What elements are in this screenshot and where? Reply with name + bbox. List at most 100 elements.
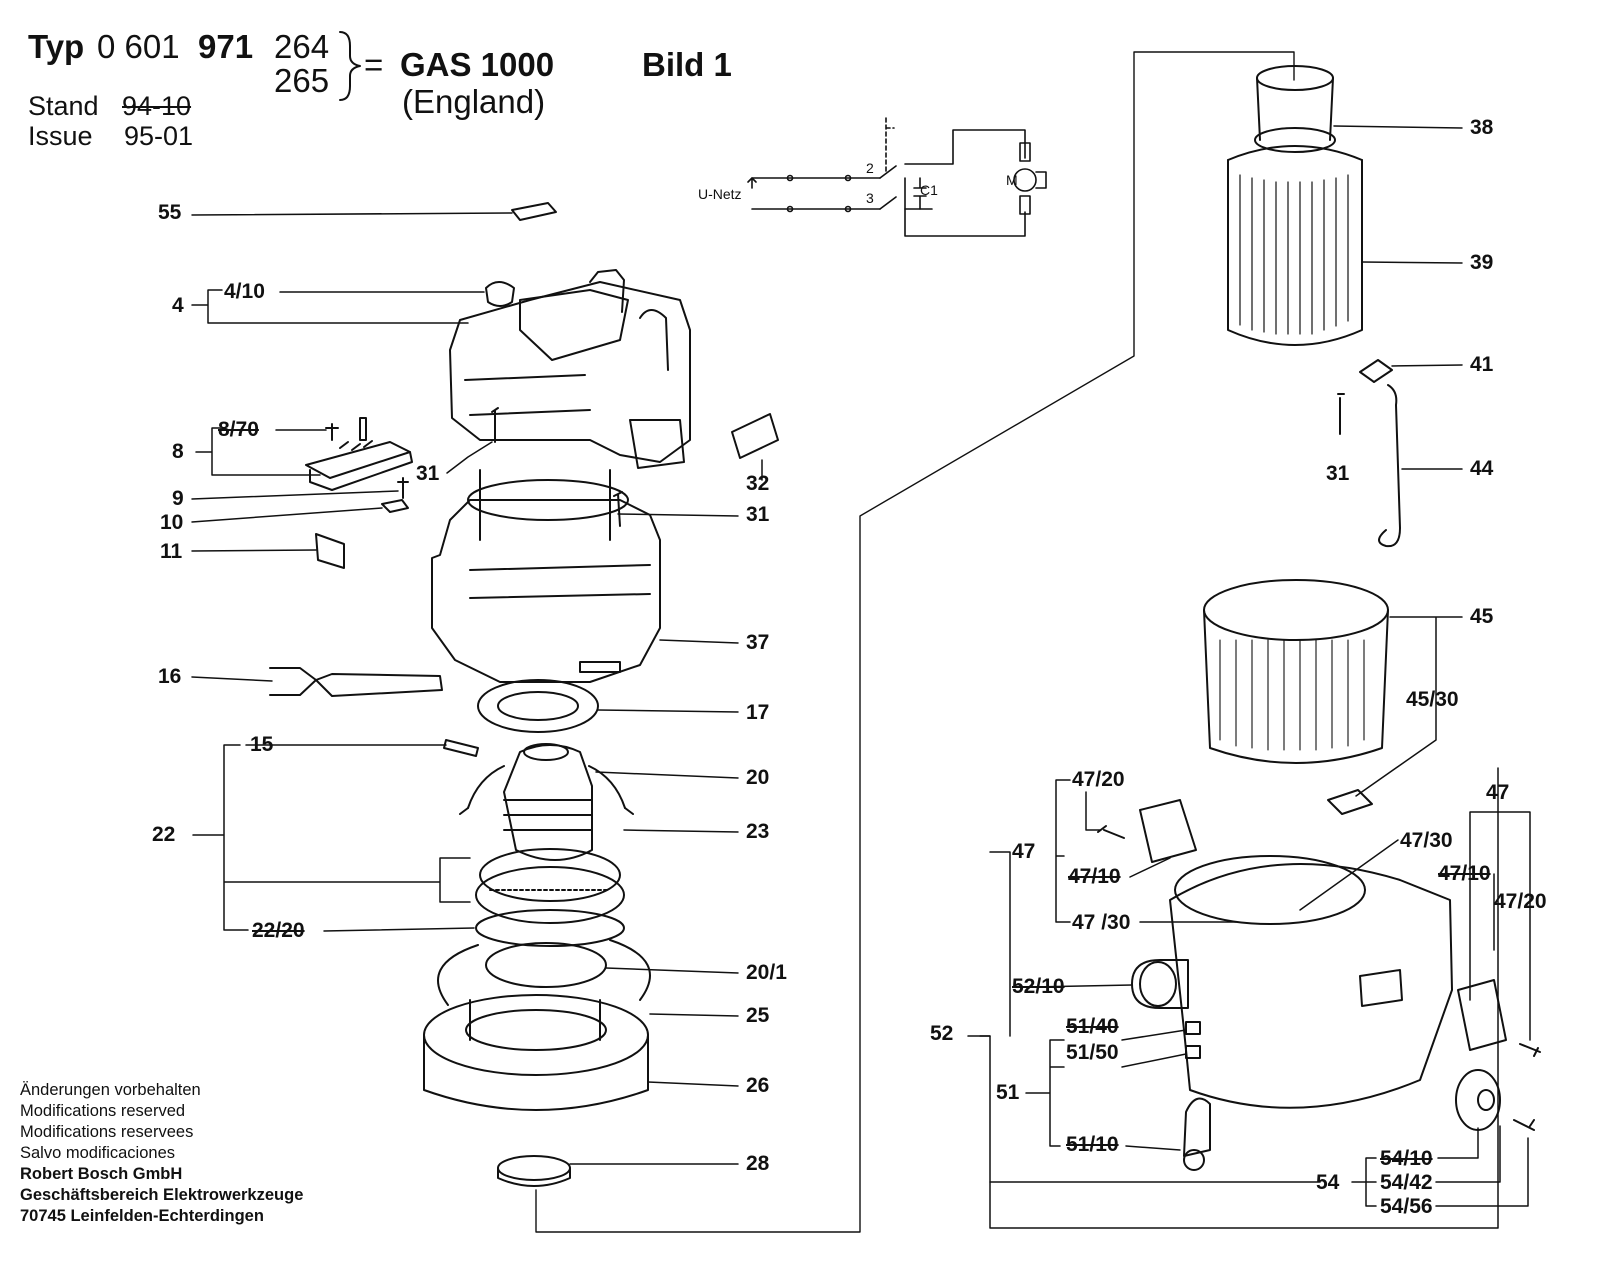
link-line-left bbox=[535, 51, 1295, 1233]
part-4-10-knob bbox=[485, 281, 515, 307]
callout-39: 39 bbox=[1470, 251, 1494, 274]
callout-20-1: 20/1 bbox=[746, 961, 787, 984]
callout-51: 51 bbox=[996, 1081, 1020, 1104]
footer-line-fr: Modifications reservees bbox=[20, 1123, 194, 1141]
variant-265: 265 bbox=[274, 62, 330, 99]
part-47-handle-left bbox=[1139, 799, 1197, 863]
callout-51-10: 51/10 bbox=[1066, 1133, 1119, 1156]
schematic-u-netz: U-Netz bbox=[698, 186, 742, 202]
callout-32: 32 bbox=[746, 472, 770, 495]
callout-31-filter: 31 bbox=[1326, 462, 1350, 485]
part-22-20-disc bbox=[475, 909, 625, 947]
part-51-caster bbox=[1183, 1097, 1211, 1171]
issue-value: 95-01 bbox=[124, 121, 194, 151]
callout-37: 37 bbox=[746, 631, 770, 654]
stand-value: 94-10 bbox=[122, 91, 192, 121]
part-38-39-filter-cage bbox=[1227, 65, 1363, 346]
callout-10: 10 bbox=[160, 511, 184, 534]
callout-47-20-right: 47/20 bbox=[1494, 890, 1547, 913]
schematic-switch-3: 3 bbox=[866, 190, 874, 206]
screw-31-c bbox=[1337, 393, 1345, 435]
part-52-container bbox=[1131, 855, 1453, 1109]
footer-line-es: Salvo modificaciones bbox=[20, 1144, 175, 1162]
callout-51-50: 51/50 bbox=[1066, 1041, 1119, 1064]
wiring-schematic bbox=[747, 117, 1047, 237]
part-44-wire-spring bbox=[1378, 384, 1401, 548]
callout-54-56: 54/56 bbox=[1380, 1195, 1433, 1218]
part-15-brush bbox=[443, 739, 479, 757]
callout-51-40: 51/40 bbox=[1066, 1015, 1119, 1038]
part-8-switch-module bbox=[305, 417, 413, 491]
callout-44: 44 bbox=[1470, 457, 1494, 480]
callout-47-right: 47 bbox=[1486, 781, 1510, 804]
part-41-clip bbox=[1359, 359, 1393, 383]
callout-26: 26 bbox=[746, 1074, 770, 1097]
callout-31-motor: 31 bbox=[746, 503, 770, 526]
callout-25: 25 bbox=[746, 1004, 770, 1027]
part-26-base bbox=[423, 994, 649, 1111]
callout-28: 28 bbox=[746, 1152, 770, 1175]
part-55-label bbox=[511, 202, 557, 221]
callout-52: 52 bbox=[930, 1022, 954, 1045]
callout-20: 20 bbox=[746, 766, 770, 789]
part-45-cartridge-filter bbox=[1203, 579, 1389, 764]
schematic-capacitor: C1 bbox=[920, 182, 938, 198]
callout-22: 22 bbox=[152, 823, 176, 846]
screw-9 bbox=[397, 477, 409, 499]
callout-16: 16 bbox=[158, 665, 182, 688]
callout-47-30-left: 47 /30 bbox=[1072, 911, 1131, 934]
callout-9: 9 bbox=[172, 487, 184, 510]
callout-55: 55 bbox=[158, 201, 182, 224]
part-17-seal-ring bbox=[477, 679, 599, 733]
callout-23: 23 bbox=[746, 820, 770, 843]
callout-15: 15 bbox=[250, 733, 274, 756]
callout-47-30-right: 47/30 bbox=[1400, 829, 1453, 852]
callout-52-10: 52/10 bbox=[1012, 975, 1065, 998]
model-region: (England) bbox=[402, 83, 546, 120]
part-23-bracket bbox=[459, 765, 634, 815]
footer-address: 70745 Leinfelden-Echterdingen bbox=[20, 1207, 264, 1225]
leader-lines bbox=[191, 125, 1531, 1229]
part-54-wheel-cap bbox=[1455, 1069, 1501, 1131]
schematic-switch-2: 2 bbox=[866, 160, 874, 176]
footer-company: Robert Bosch GmbH bbox=[20, 1165, 183, 1183]
callout-11: 11 bbox=[160, 540, 183, 563]
part-10-clip bbox=[381, 499, 409, 513]
callout-8-70: 8/70 bbox=[218, 418, 259, 441]
part-51-40-nut bbox=[1185, 1021, 1201, 1035]
screw-54-56 bbox=[1513, 1119, 1535, 1131]
callout-4-10: 4/10 bbox=[224, 280, 265, 303]
callout-47-left: 47 bbox=[1012, 840, 1036, 863]
model-name: GAS 1000 bbox=[400, 46, 555, 83]
typ-label: Typ bbox=[28, 28, 85, 65]
part-20-1-ring bbox=[485, 942, 607, 988]
part-11-label bbox=[315, 533, 345, 569]
equals-sign: = bbox=[364, 46, 384, 83]
callout-38: 38 bbox=[1470, 116, 1494, 139]
part-47-handle-right bbox=[1457, 979, 1507, 1051]
callout-54-10: 54/10 bbox=[1380, 1147, 1433, 1170]
screw-8-70 bbox=[325, 423, 339, 441]
callout-8: 8 bbox=[172, 440, 184, 463]
part-37-motor-housing bbox=[431, 469, 661, 683]
callout-4: 4 bbox=[172, 294, 184, 317]
callout-45-30: 45/30 bbox=[1406, 688, 1459, 711]
callout-45: 45 bbox=[1470, 605, 1494, 628]
callout-47-20-left: 47/20 bbox=[1072, 768, 1125, 791]
screw-47-20-left bbox=[1097, 825, 1125, 839]
issue-label: Issue bbox=[28, 121, 93, 151]
callout-41: 41 bbox=[1470, 353, 1494, 376]
part-45-30-label bbox=[1327, 789, 1373, 815]
part-51-50-nut bbox=[1185, 1045, 1201, 1059]
callout-47-10-right: 47/10 bbox=[1438, 862, 1491, 885]
callout-54: 54 bbox=[1316, 1171, 1340, 1194]
footer-line-de: Änderungen vorbehalten bbox=[20, 1081, 201, 1099]
part-20-motor bbox=[503, 743, 593, 861]
screw-31-a bbox=[491, 407, 499, 443]
callout-47-10-left: 47/10 bbox=[1068, 865, 1121, 888]
footer-line-en: Modifications reserved bbox=[20, 1102, 186, 1120]
typ-number-main: 971 bbox=[198, 28, 254, 65]
part-32-label bbox=[731, 413, 779, 459]
footer-notice: Änderungen vorbehalten Modifications res… bbox=[20, 1080, 303, 1227]
